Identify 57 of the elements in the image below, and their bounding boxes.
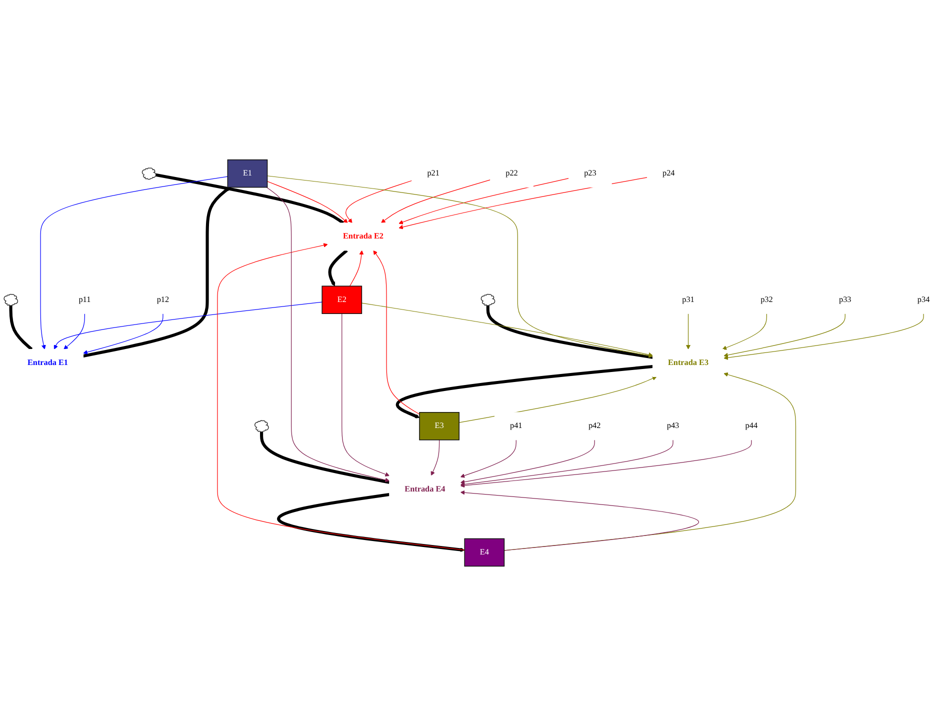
node-text: p32 — [760, 295, 773, 304]
node-text: p43 — [666, 422, 680, 430]
arrow — [346, 180, 412, 224]
node-box: E4 — [464, 538, 505, 567]
arrow — [82, 187, 230, 358]
arrow — [277, 492, 465, 552]
arrow — [328, 249, 348, 286]
arrow — [722, 313, 767, 350]
node-text: p44 — [745, 422, 758, 430]
node-text: p31 — [682, 295, 694, 304]
connector — [486, 306, 653, 359]
node-box: E1 — [227, 159, 268, 188]
node-text: p24 — [662, 168, 675, 178]
arrow — [266, 187, 390, 482]
arrow — [361, 302, 653, 357]
arrow — [460, 440, 595, 484]
connector — [260, 432, 390, 484]
arrow — [64, 313, 85, 350]
connector — [9, 306, 33, 350]
node-cloud — [254, 420, 269, 432]
node-text: p21 — [427, 168, 440, 178]
connector — [156, 173, 344, 224]
arrow — [398, 177, 648, 230]
arrow — [460, 440, 516, 478]
arrow — [458, 376, 657, 423]
arrow — [217, 243, 465, 550]
arrow — [266, 181, 348, 224]
arrow — [350, 250, 364, 286]
arrow — [460, 440, 674, 486]
arrow — [724, 313, 846, 358]
node-text: Entrada E1 — [27, 358, 68, 368]
arrow — [460, 490, 699, 551]
arrow — [396, 364, 653, 418]
node-text: p22 — [506, 168, 518, 178]
arrow — [54, 302, 322, 350]
arrow — [40, 176, 228, 350]
arrow — [83, 313, 164, 354]
arrow — [398, 178, 570, 224]
arrow — [342, 313, 390, 476]
node-text: p33 — [839, 295, 852, 304]
arrow — [724, 313, 924, 360]
node-cloud — [480, 294, 496, 306]
arrow — [686, 313, 690, 350]
arrow — [380, 180, 491, 224]
node-text: p42 — [588, 422, 601, 430]
arrow — [460, 440, 752, 488]
node-text: p11 — [78, 295, 91, 304]
node-text: Entrada E4 — [404, 484, 446, 494]
node-cloud — [4, 294, 18, 306]
node-text: p12 — [156, 295, 170, 304]
arrow — [266, 176, 653, 358]
arrow — [373, 250, 420, 415]
node-box: E3 — [419, 412, 460, 440]
node-cloud — [142, 168, 156, 180]
node-box: E2 — [322, 286, 362, 314]
arrow — [430, 440, 440, 476]
node-text: p34 — [917, 295, 930, 304]
